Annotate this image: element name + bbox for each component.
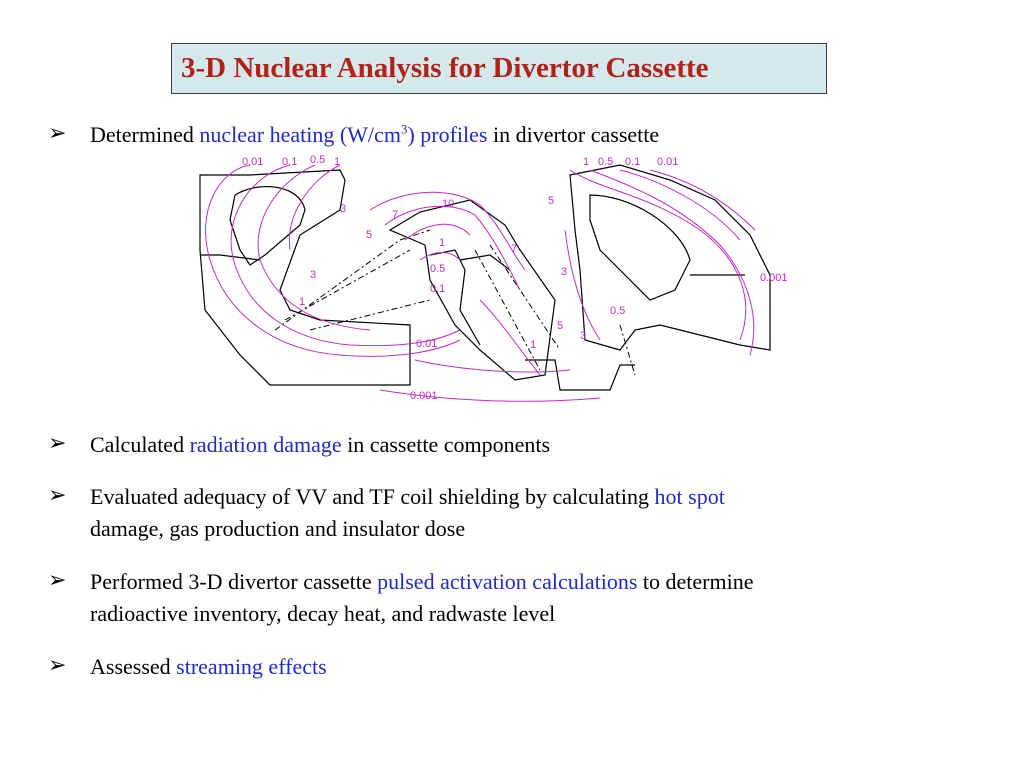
contour-label: 3 <box>580 330 586 342</box>
contour-label: 3 <box>340 203 346 215</box>
arrow-bullet-icon: ➢ <box>48 120 67 145</box>
contour-label: 10 <box>442 198 454 210</box>
contour-label: 0.1 <box>430 283 445 295</box>
contour-label: 0.1 <box>625 156 640 168</box>
bullet-4-line2: radioactive inventory, decay heat, and r… <box>90 601 556 626</box>
contour-label: 7 <box>392 209 398 221</box>
bullet-1-text: Determined <box>90 122 200 147</box>
arrow-bullet-icon: ➢ <box>48 430 67 455</box>
bullet-3-highlight: hot spot <box>654 484 725 509</box>
contour-label: 1 <box>439 237 445 249</box>
contour-label: 0.01 <box>657 156 678 168</box>
bullet-5-text: Assessed <box>90 654 177 679</box>
coolant-channels <box>274 229 636 376</box>
contour-label: 3 <box>561 266 567 278</box>
bullet-4-highlight: pulsed activation calculations <box>377 569 638 594</box>
contour-label: 0.5 <box>310 154 325 166</box>
bullet-2-post: in cassette components <box>341 432 551 457</box>
cassette-outline <box>199 164 771 391</box>
contour-label: 3 <box>310 269 316 281</box>
slide-title: 3-D Nuclear Analysis for Divertor Casset… <box>181 52 709 84</box>
bullet-1-highlight-b: ) profiles <box>407 122 488 147</box>
contour-label: 5 <box>548 195 554 207</box>
contour-label: 0.001 <box>410 390 438 402</box>
contour-label: 0.5 <box>598 156 613 168</box>
bullet-3: Evaluated adequacy of VV and TF coil shi… <box>90 481 725 545</box>
bullet-4: Performed 3-D divertor cassette pulsed a… <box>90 566 753 630</box>
bullet-3-line2: damage, gas production and insulator dos… <box>90 516 466 541</box>
contour-label: 7 <box>511 243 517 255</box>
bullet-2: Calculated radiation damage in cassette … <box>90 429 550 461</box>
bullet-1-superscript: 3 <box>400 121 408 137</box>
bullet-1: Determined nuclear heating (W/cm3) profi… <box>90 119 659 151</box>
contour-label: 1 <box>530 339 536 351</box>
contour-label: 0.5 <box>430 263 445 275</box>
arrow-bullet-icon: ➢ <box>48 652 67 677</box>
contour-label: 0.01 <box>242 156 263 168</box>
contour-label: 0.001 <box>760 272 788 284</box>
bullet-5: Assessed streaming effects <box>90 651 327 683</box>
bullet-1-post: in divertor cassette <box>487 122 660 147</box>
contour-label: 1 <box>583 156 589 168</box>
contour-label: 1 <box>299 296 305 308</box>
bullet-4-post: to determine <box>637 569 754 594</box>
bullet-4-text: Performed 3-D divertor cassette <box>90 569 378 594</box>
bullet-2-text: Calculated <box>90 432 190 457</box>
contour-label: 0.01 <box>416 338 437 350</box>
arrow-bullet-icon: ➢ <box>48 567 67 592</box>
bullet-2-highlight: radiation damage <box>189 432 342 457</box>
contour-label: 0.1 <box>282 156 297 168</box>
contour-label: 1 <box>334 156 340 168</box>
divertor-cassette-figure: 0.01 0.1 0.5 1 1 0.5 0.1 0.01 3 7 10 5 5… <box>199 154 788 402</box>
contour-label: 0.5 <box>610 305 625 317</box>
bullet-5-highlight: streaming effects <box>176 654 327 679</box>
contour-label: 5 <box>366 229 372 241</box>
title-box: 3-D Nuclear Analysis for Divertor Casset… <box>171 43 827 94</box>
contour-label: 5 <box>557 320 563 332</box>
heating-contours <box>205 164 756 402</box>
bullet-1-highlight: nuclear heating (W/cm3) profiles <box>199 122 487 147</box>
bullet-1-highlight-a: nuclear heating (W/cm <box>199 122 401 147</box>
arrow-bullet-icon: ➢ <box>48 482 67 507</box>
bullet-3-text: Evaluated adequacy of VV and TF coil shi… <box>90 484 655 509</box>
